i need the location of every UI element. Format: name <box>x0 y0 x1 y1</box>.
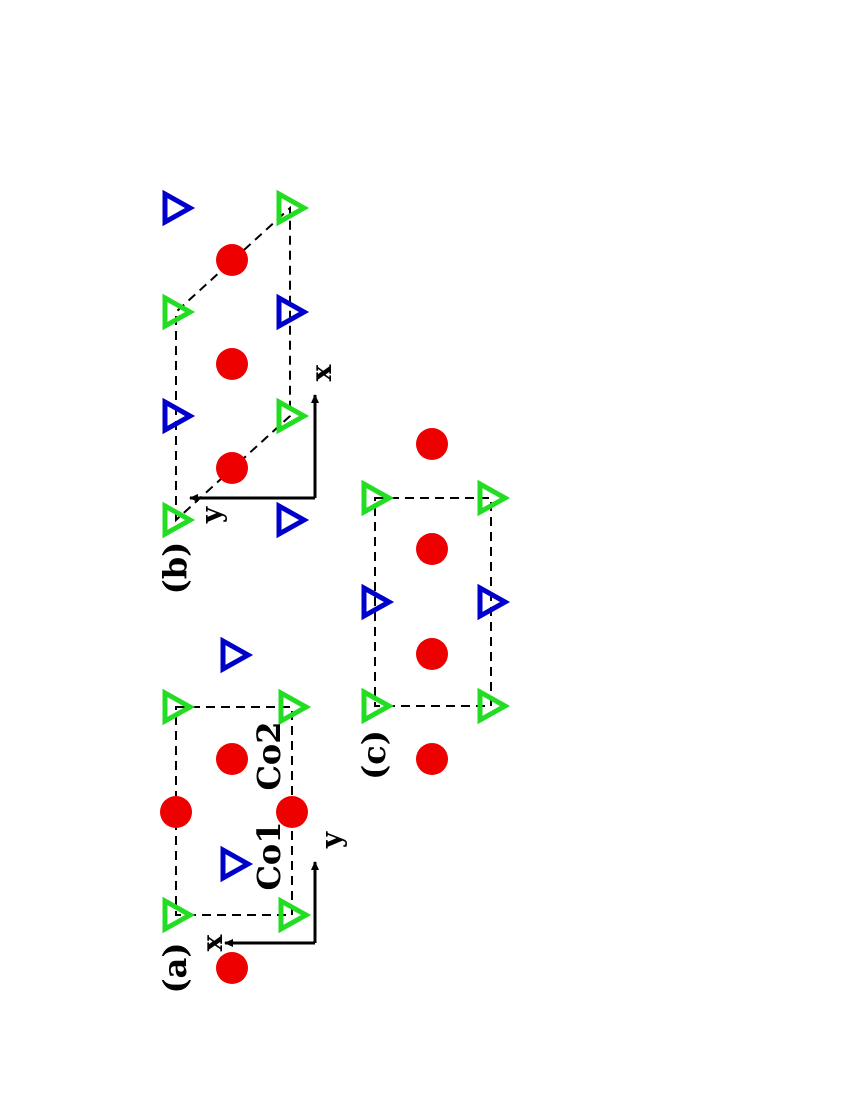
green-triangle-icon <box>278 896 312 934</box>
panel-c: (c) <box>355 428 511 780</box>
green-triangle-icon <box>162 896 196 934</box>
green-triangle-icon <box>477 687 511 725</box>
panel-b-y-axis-label: y <box>195 506 228 524</box>
green-triangle-icon <box>477 479 511 517</box>
red-circle-icon <box>416 743 448 775</box>
green-triangle-icon <box>162 501 196 539</box>
red-circle-icon <box>216 244 248 276</box>
red-circle-icon <box>276 796 308 828</box>
panel-a-x-axis-label: x <box>196 934 229 951</box>
green-triangle-icon <box>276 397 310 435</box>
green-triangle-icon <box>162 688 196 726</box>
atom-label-co1: Co1 <box>250 821 288 890</box>
green-triangle-icon <box>361 687 395 725</box>
red-circle-icon <box>216 743 248 775</box>
green-triangle-icon <box>276 189 310 227</box>
blue-triangle-icon <box>276 293 310 331</box>
blue-triangle-icon <box>220 636 254 674</box>
green-triangle-icon <box>162 293 196 331</box>
red-circle-icon <box>416 638 448 670</box>
atom-label-co2: Co2 <box>250 721 288 790</box>
red-circle-icon <box>216 952 248 984</box>
red-circle-icon <box>160 796 192 828</box>
panel-a-label: (a) <box>156 942 194 993</box>
blue-triangle-icon <box>220 845 254 883</box>
panel-b-label: (b) <box>156 542 194 595</box>
red-circle-icon <box>216 452 248 484</box>
panel-c-label: (c) <box>355 730 393 780</box>
red-circle-icon <box>416 428 448 460</box>
blue-triangle-icon <box>477 583 511 621</box>
panel-b: (b) x y <box>156 189 338 595</box>
blue-triangle-icon <box>162 189 196 227</box>
panel-a-axes <box>224 861 319 947</box>
panel-c-unit-cell <box>374 497 492 707</box>
blue-triangle-icon <box>162 397 196 435</box>
panel-a: (a) x y Co1 Co2 <box>156 636 348 994</box>
blue-triangle-icon <box>276 501 310 539</box>
panel-b-x-axis-label: x <box>305 364 338 381</box>
blue-triangle-icon <box>361 583 395 621</box>
panel-b-unit-cell <box>175 205 291 523</box>
panel-a-y-axis-label: y <box>315 831 348 849</box>
panel-b-axes <box>189 394 319 502</box>
green-triangle-icon <box>361 479 395 517</box>
green-triangle-icon <box>278 688 312 726</box>
red-circle-icon <box>216 348 248 380</box>
red-circle-icon <box>416 533 448 565</box>
